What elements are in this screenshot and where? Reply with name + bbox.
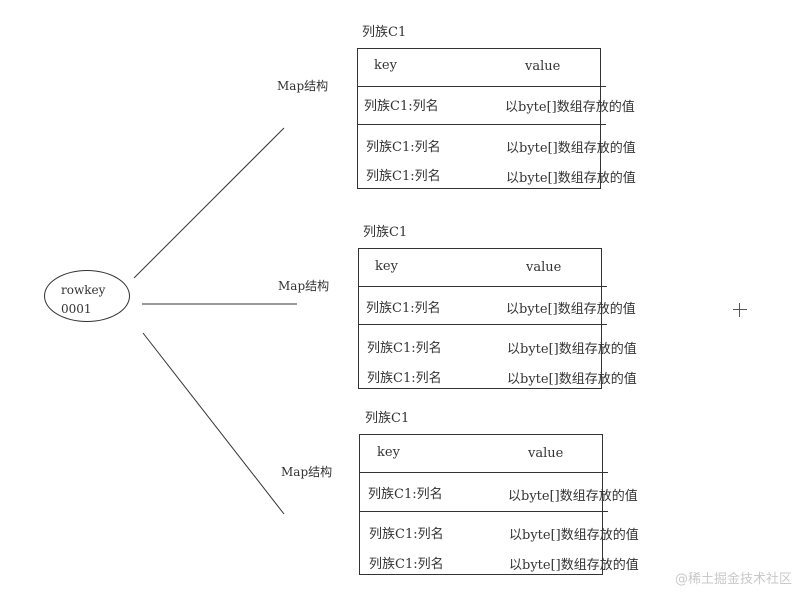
key-header: key (374, 58, 397, 73)
row-key: 列族C1:列名 (366, 169, 441, 184)
table-divider (357, 124, 606, 125)
connector-line-top (133, 127, 285, 279)
row-key: 列族C1:列名 (369, 527, 444, 542)
row-key: 列族C1:列名 (366, 301, 441, 316)
row-value: 以byte[]数组存放的值 (507, 342, 637, 357)
row-value: 以byte[]数组存放的值 (505, 100, 635, 115)
map-label: Map结构 (281, 465, 333, 479)
map-label: Map结构 (277, 79, 329, 93)
row-value: 以byte[]数组存放的值 (509, 528, 639, 543)
row-key: 列族C1:列名 (369, 557, 444, 572)
column-family-table: key value 列族C1:列名 以byte[]数组存放的值 列族C1:列名 … (357, 48, 636, 189)
rowkey-label: rowkey (61, 283, 106, 297)
column-family-title: 列族C1 (365, 411, 410, 426)
rowkey-id: 0001 (61, 302, 92, 316)
connector-line-bottom (142, 332, 285, 515)
table-divider (358, 324, 607, 325)
row-value: 以byte[]数组存放的值 (509, 558, 639, 573)
row-key: 列族C1:列名 (367, 341, 442, 356)
table-divider (359, 511, 608, 512)
value-header: value (528, 446, 564, 461)
column-family-title: 列族C1 (363, 225, 408, 240)
row-key: 列族C1:列名 (368, 487, 443, 502)
row-key: 列族C1:列名 (364, 99, 439, 114)
table-divider (357, 86, 606, 87)
key-header: key (377, 445, 400, 460)
rowkey-node: rowkey 0001 (44, 270, 130, 322)
table-divider (359, 472, 608, 473)
row-value: 以byte[]数组存放的值 (508, 489, 638, 504)
column-family-title: 列族C1 (362, 25, 407, 40)
crosshair-icon (733, 303, 747, 317)
value-header: value (526, 260, 562, 275)
row-value: 以byte[]数组存放的值 (507, 372, 637, 387)
watermark: @稀土掘金技术社区 (674, 572, 792, 587)
map-label: Map结构 (278, 279, 330, 293)
key-header: key (375, 259, 398, 274)
table-divider (358, 286, 607, 287)
row-value: 以byte[]数组存放的值 (506, 171, 636, 186)
column-family-table: key value 列族C1:列名 以byte[]数组存放的值 列族C1:列名 … (358, 248, 637, 389)
row-value: 以byte[]数组存放的值 (506, 302, 636, 317)
row-value: 以byte[]数组存放的值 (506, 141, 636, 156)
value-header: value (525, 59, 561, 74)
column-family-table: key value 列族C1:列名 以byte[]数组存放的值 列族C1:列名 … (359, 434, 639, 575)
row-key: 列族C1:列名 (366, 140, 441, 155)
row-key: 列族C1:列名 (367, 371, 442, 386)
